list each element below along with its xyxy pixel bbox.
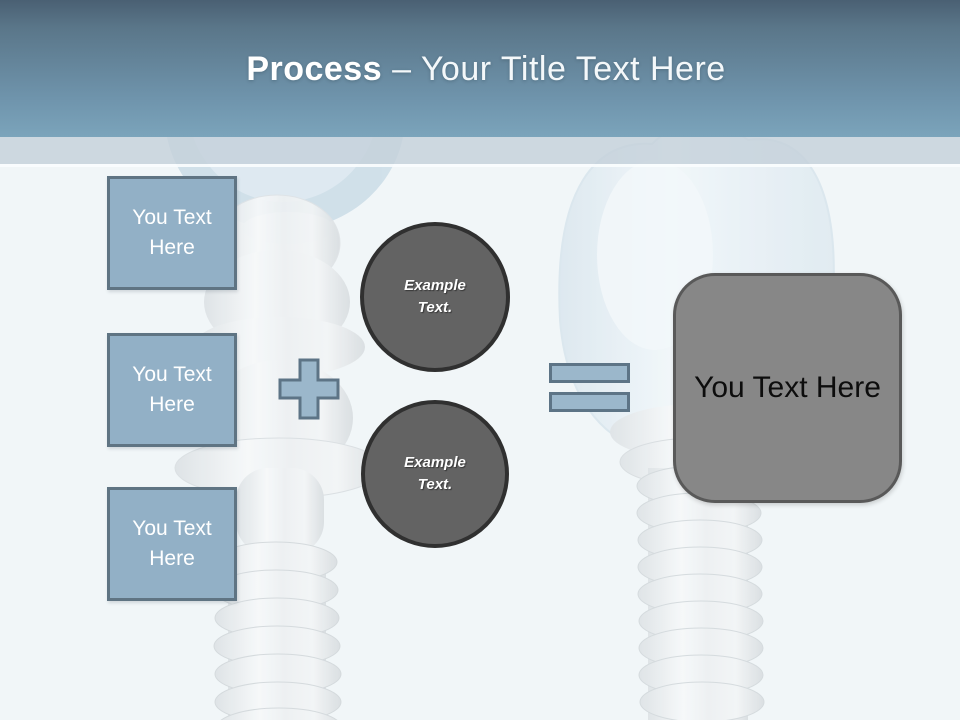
example-circle-2[interactable]: Example Text. [361,400,509,548]
result-placeholder-label: You Text Here [694,371,881,404]
slide-header [0,0,960,137]
text-placeholder-box-1[interactable]: You Text Here [107,176,237,290]
slide-title-emphasis: Process [246,50,383,88]
equals-top-bar [549,363,630,383]
text-placeholder-box-2[interactable]: You Text Here [107,333,237,447]
plus-sign-icon[interactable] [277,357,341,421]
example-circle-label: Example Text. [404,454,466,493]
equals-sign-icon[interactable] [549,363,630,412]
example-circle-label: Example Text. [404,277,466,316]
header-accent-band [0,137,960,164]
equals-bottom-bar [549,392,630,412]
example-circle-1[interactable]: Example Text. [360,222,510,372]
slide-title[interactable]: Process – Your Title Text Here [6,50,960,89]
result-placeholder-box[interactable]: You Text Here [673,273,902,503]
text-placeholder-label: You Text Here [132,206,212,259]
slide-title-rest: Your Title Text Here [420,50,726,88]
text-placeholder-label: You Text Here [132,517,212,570]
header-divider-line [0,164,960,167]
text-placeholder-label: You Text Here [132,363,212,416]
text-placeholder-box-3[interactable]: You Text Here [107,487,237,601]
slide-title-separator: – [392,50,412,88]
left-implant-illustration [174,194,384,720]
